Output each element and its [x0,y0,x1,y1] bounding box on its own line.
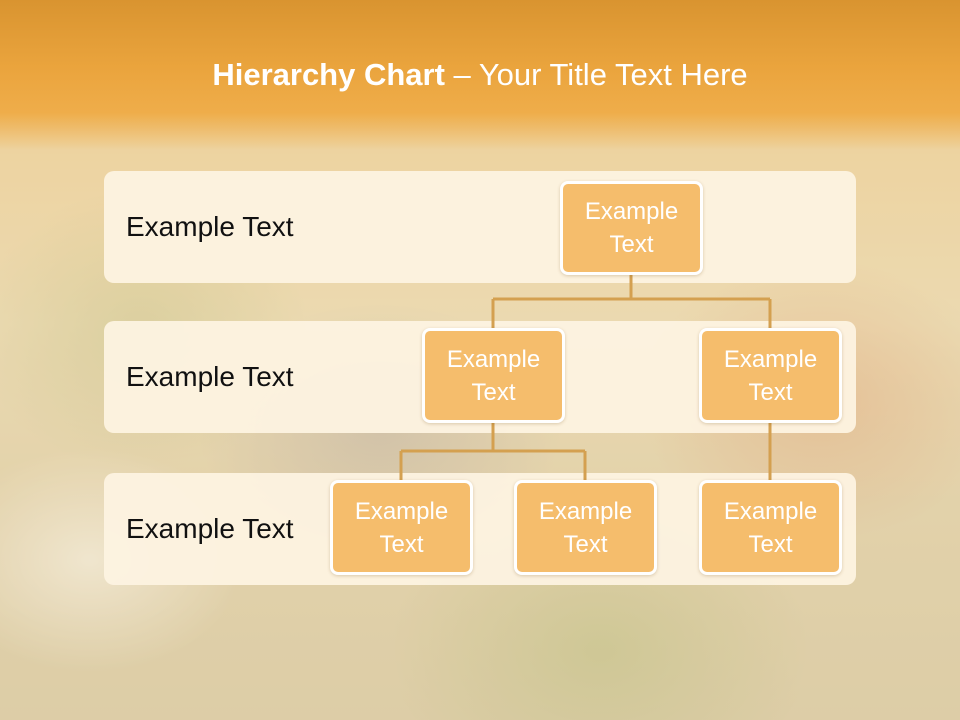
node-root[interactable]: Example Text [560,181,703,275]
title-bold: Hierarchy Chart [212,57,445,92]
level-label-3: Example Text [126,513,294,544]
node-level3-a-text: Example Text [354,497,449,558]
title-band [0,0,960,150]
node-level2-left-text: Example Text [446,345,541,406]
level-label-2: Example Text [126,361,294,392]
title-rest: – Your Title Text Here [444,57,748,92]
node-level3-a[interactable]: Example Text [330,480,473,575]
node-level3-b-text: Example Text [538,497,633,558]
node-level2-left[interactable]: Example Text [422,328,565,423]
node-level3-c-text: Example Text [723,497,818,558]
level-band-1[interactable]: Example Text [104,171,856,283]
node-level3-c[interactable]: Example Text [699,480,842,575]
node-level2-right[interactable]: Example Text [699,328,842,423]
node-level2-right-text: Example Text [723,345,818,406]
node-root-text: Example Text [584,198,679,258]
node-level3-b[interactable]: Example Text [514,480,657,575]
level-label-1: Example Text [126,211,294,242]
slide-title[interactable]: Hierarchy Chart – Your Title Text Here [0,52,960,98]
